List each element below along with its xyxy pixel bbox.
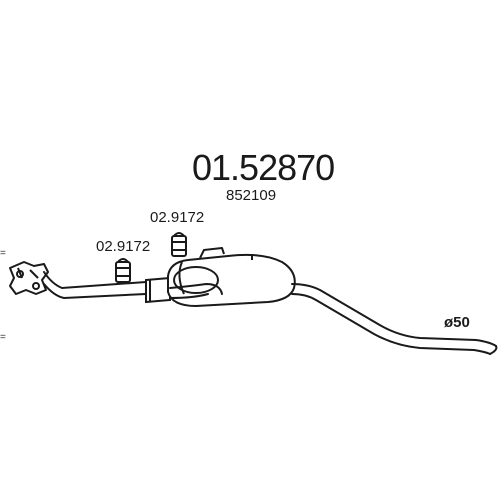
rubber-hanger-2 [171, 232, 187, 257]
clamp-label-1: 02.9172 [96, 238, 151, 255]
pipe-diameter-label: ø50 [444, 314, 470, 331]
part-number: 01.52870 [192, 147, 335, 188]
rubber-hanger-1 [115, 258, 131, 283]
edge-mark-bottom: = [0, 332, 6, 343]
muffler-body [167, 247, 296, 307]
inlet-pipe [169, 282, 223, 299]
clamp-label-2: 02.9172 [150, 209, 205, 226]
pipe-sleeve [145, 276, 171, 304]
front-flange [9, 261, 49, 295]
edge-mark-top: = [0, 248, 6, 259]
reference-number: 852109 [226, 187, 277, 204]
front-pipe [43, 271, 147, 300]
tail-pipe [291, 283, 498, 355]
